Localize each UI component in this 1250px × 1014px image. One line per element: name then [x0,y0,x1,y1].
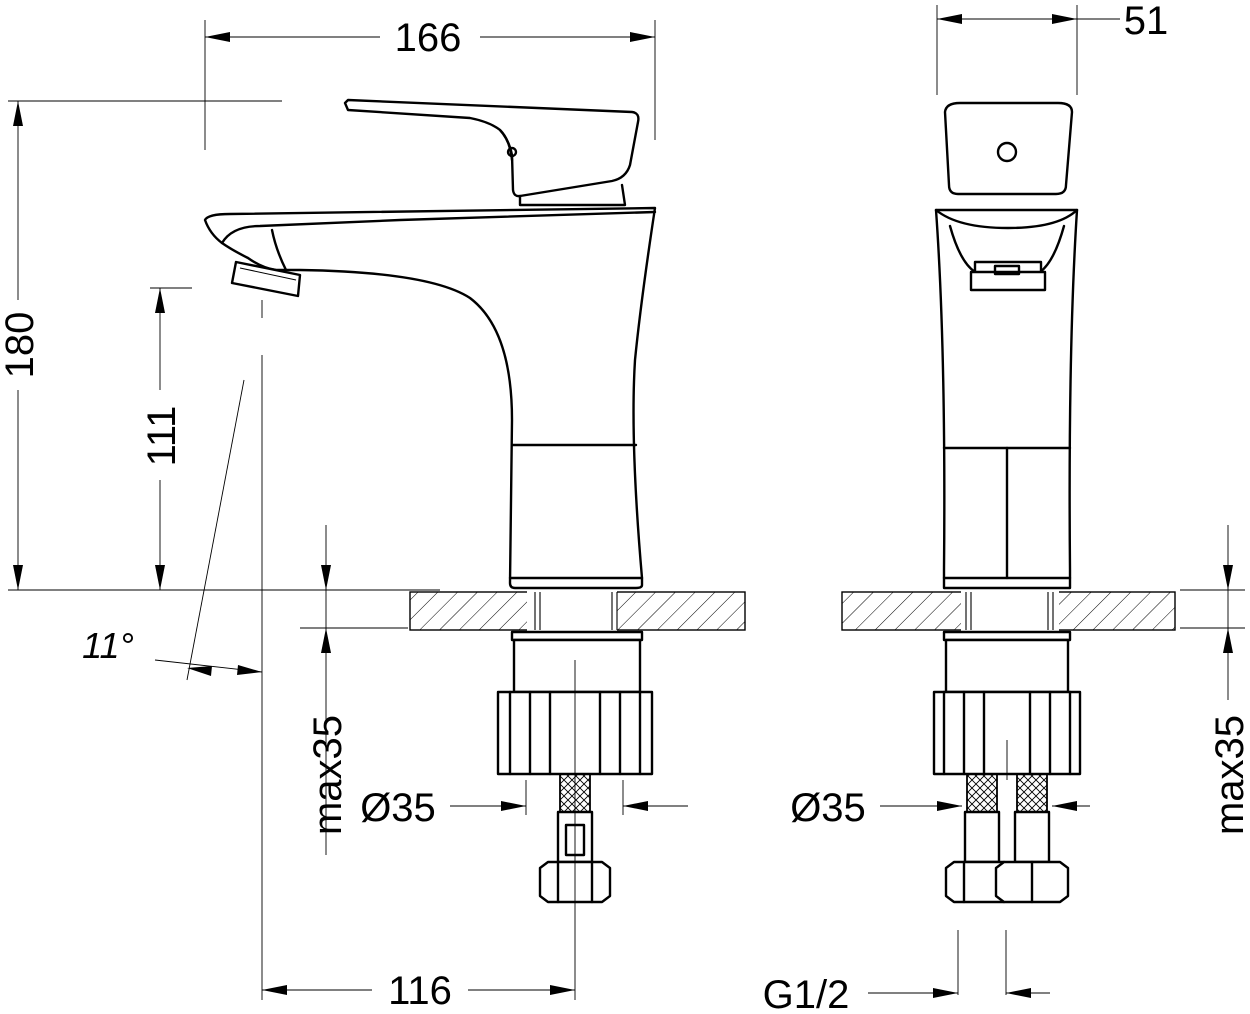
faucet-body [203,206,657,590]
body-side [934,208,1079,590]
dimension-thread: G1/2 [763,973,1050,1014]
dimension-depth: 51 [937,0,1168,43]
extension-lines [8,5,1245,1000]
dimension-spout-height: 111 [140,288,184,590]
dimension-height: 180 [0,101,42,590]
thickness-right-label: max35 [1208,715,1250,835]
spout-height-label: 111 [140,406,184,467]
hole-right-label: Ø35 [790,786,866,830]
faucet-front-view [203,98,657,904]
dimension-hole-left: Ø35 [360,786,688,830]
handle-lever [343,98,640,198]
angle-label: 11° [82,625,134,666]
thickness-left-label: max35 [306,715,350,835]
depth-label: 51 [1124,0,1169,43]
hole-left-label: Ø35 [360,786,436,830]
dimension-width: 166 [205,16,655,60]
thread-label: G1/2 [763,973,850,1014]
reach-label: 116 [388,969,452,1013]
width-label: 166 [395,16,462,60]
height-label: 180 [0,312,42,379]
countertop-left [409,590,746,632]
countertop-right [841,590,1176,632]
dimension-thickness-right: max35 [1208,525,1250,835]
dimension-hole-right: Ø35 [790,786,1090,830]
aerator [230,260,302,298]
dimension-reach: 116 [262,969,575,1013]
dimension-angle: 11° [82,625,263,676]
dimension-thickness-left: max35 [306,525,350,855]
handle-side [943,101,1074,196]
faucet-side-view [932,101,1082,904]
